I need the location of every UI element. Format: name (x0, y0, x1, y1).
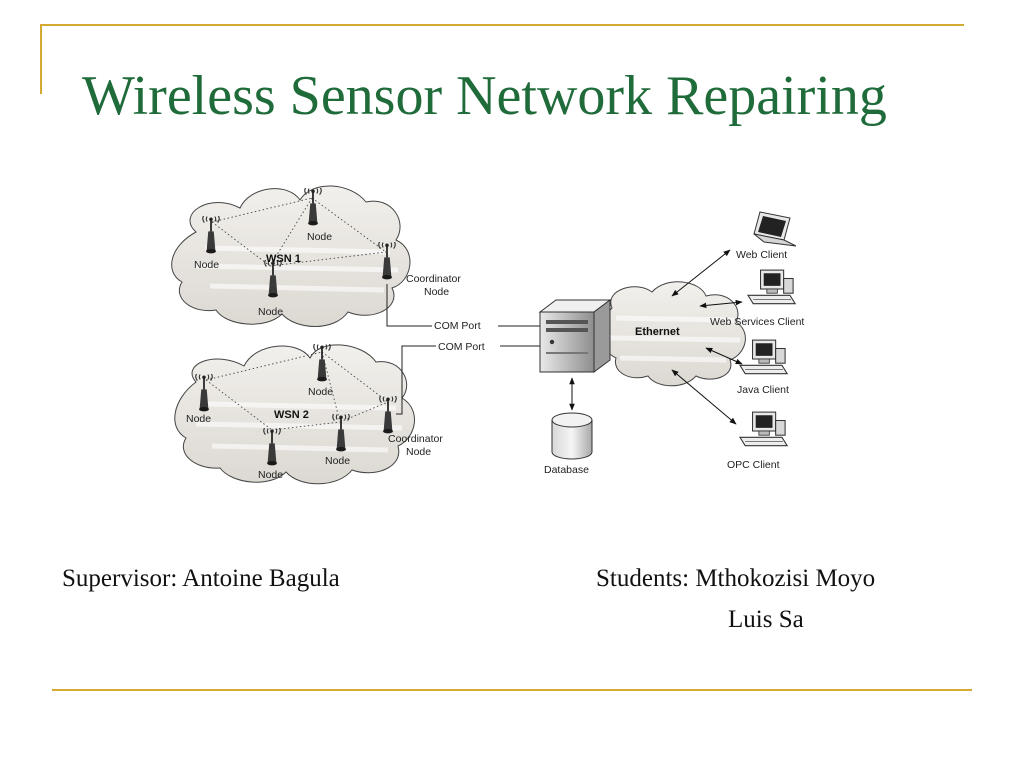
client-arrows (671, 249, 743, 425)
java-client-label: Java Client (737, 384, 789, 396)
wsn2-coordinator-label: Node (406, 446, 431, 458)
wsn1-node-label: Node (258, 306, 283, 318)
ethernet-label: Ethernet (635, 326, 680, 338)
desktop-pc-icon (739, 411, 788, 447)
com-port-1-label: COM Port (434, 320, 481, 332)
wsn2-node-label: Node (325, 455, 350, 467)
wsn1-node-label: Node (194, 259, 219, 271)
desktop-pc-icon (739, 339, 788, 375)
wsn2-node-label: Node (258, 469, 283, 481)
opc-client-label: OPC Client (727, 459, 780, 471)
supervisor-credit: Supervisor: Antoine Bagula (62, 565, 340, 592)
wsn2-label: WSN 2 (274, 409, 309, 421)
wsn2-node-label: Node (186, 413, 211, 425)
database-icon (551, 412, 593, 460)
slide-title: Wireless Sensor Network Repairing (82, 65, 887, 127)
students-credit: Students: Mthokozisi Moyo (596, 565, 876, 592)
wsn2-cloud (174, 344, 415, 485)
wsn1-links (211, 197, 387, 267)
database-label: Database (544, 464, 589, 476)
laptop-icon (753, 211, 797, 247)
wsn1-coordinator-label: Node (424, 286, 449, 298)
com-port-2-label: COM Port (438, 341, 485, 353)
web-client-label: Web Client (736, 249, 787, 261)
server-icon (538, 299, 612, 373)
wsn1-cloud (171, 185, 411, 327)
wsn2-coordinator-label: Coordinator (388, 433, 443, 445)
left-rule (40, 24, 42, 94)
web-services-client-label: Web Services Client (710, 316, 804, 328)
com-port-label-bg (432, 318, 498, 331)
wsn2-node-label: Node (308, 386, 333, 398)
bottom-rule (52, 689, 972, 691)
student-name: Luis Sa (728, 606, 804, 633)
com-port-label-bg (436, 339, 500, 352)
top-rule (40, 24, 964, 26)
desktop-pc-icon (747, 269, 796, 305)
wsn1-node-label: Node (307, 231, 332, 243)
wsn1-coordinator-label: Coordinator (406, 273, 461, 285)
wsn1-label: WSN 1 (266, 253, 301, 265)
